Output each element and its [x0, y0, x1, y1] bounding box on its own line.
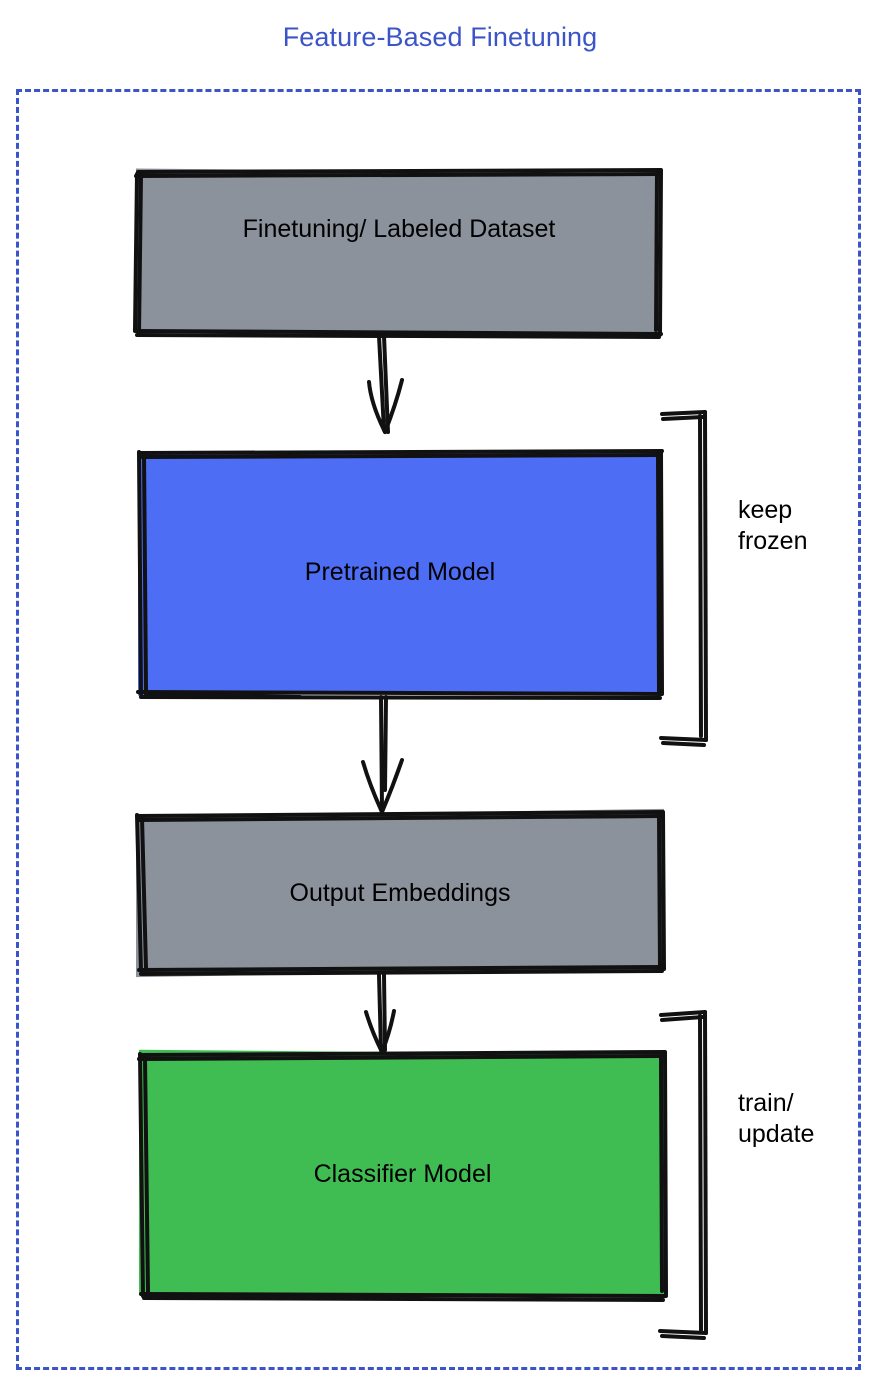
- node-output-embeddings[interactable]: Output Embeddings: [136, 808, 664, 978]
- node-finetuning-dataset[interactable]: Finetuning/ Labeled Dataset: [136, 168, 662, 337]
- page-title: Feature-Based Finetuning: [282, 22, 598, 52]
- node-pretrained-model[interactable]: Pretrained Model: [138, 449, 662, 696]
- node-fill: [138, 449, 662, 696]
- annotation-keep-frozen: keep frozen: [738, 496, 808, 555]
- annotation-train-update: train/ update: [738, 1089, 815, 1148]
- node-fill: [136, 168, 662, 337]
- node-classifier-model[interactable]: Classifier Model: [139, 1049, 666, 1299]
- node-fill: [136, 808, 664, 978]
- diagram-dashed-frame: [16, 89, 861, 1370]
- node-fill: [139, 1049, 666, 1299]
